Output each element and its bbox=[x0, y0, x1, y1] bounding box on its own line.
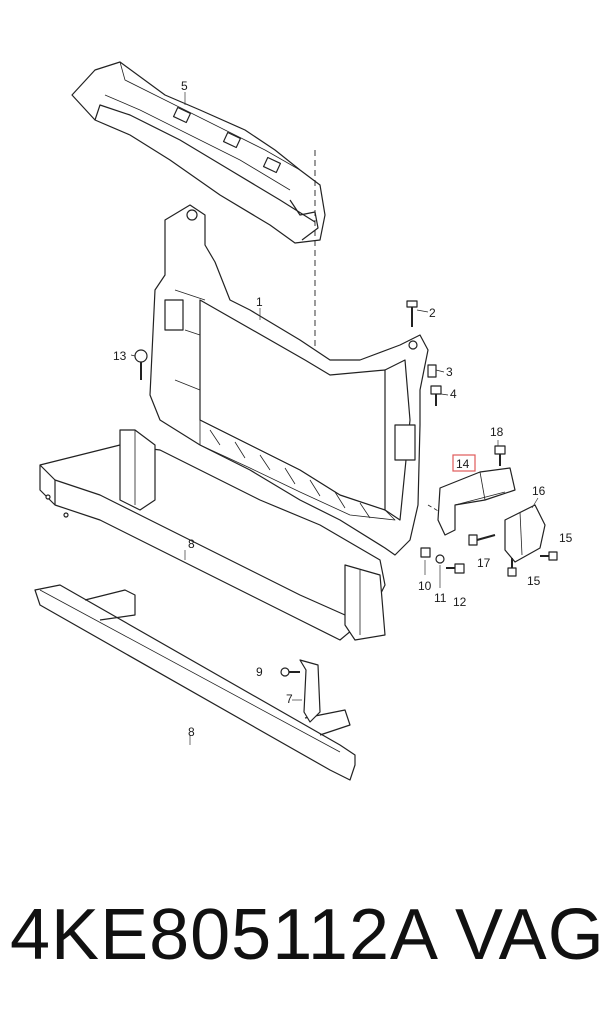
bolt-15-a bbox=[540, 551, 558, 561]
bolt-15-b bbox=[507, 558, 517, 577]
bracket-14 bbox=[427, 467, 516, 536]
bolt-17 bbox=[468, 534, 496, 546]
bumper-reinforcement bbox=[39, 429, 386, 641]
lower-beam bbox=[34, 584, 356, 781]
callout-10: 10 bbox=[418, 579, 432, 593]
callout-18: 18 bbox=[490, 425, 504, 439]
callout-1: 1 bbox=[256, 295, 263, 309]
part-number: 4KE805112A bbox=[10, 895, 440, 975]
callout-11: 11 bbox=[434, 591, 447, 605]
callout-7: 7 bbox=[286, 692, 293, 706]
callout-8-upper: 8 bbox=[188, 537, 195, 551]
callout-8-lower: 8 bbox=[188, 725, 195, 739]
bolt-2 bbox=[406, 300, 429, 327]
washer-11 bbox=[435, 554, 445, 564]
caption: 4KE805112A VAG bbox=[0, 890, 600, 990]
bolt-18 bbox=[494, 445, 506, 466]
bracket-16 bbox=[504, 504, 546, 563]
callout-16: 16 bbox=[532, 484, 546, 498]
bolt-13 bbox=[130, 349, 148, 380]
brand-label: VAG bbox=[455, 895, 600, 975]
callout-15-b: 15 bbox=[527, 574, 541, 588]
clip-3 bbox=[427, 364, 445, 378]
bracket-7 bbox=[299, 659, 321, 723]
nut-10 bbox=[420, 547, 431, 558]
callout-13: 13 bbox=[113, 349, 127, 363]
callout-9: 9 bbox=[256, 665, 263, 679]
callout-12: 12 bbox=[453, 595, 467, 609]
parts-exploded-diagram: 5 1 2 13 3 4 18 14 16 15 15 17 10 11 12 … bbox=[34, 61, 573, 781]
callout-2: 2 bbox=[429, 306, 436, 320]
callout-15-a: 15 bbox=[559, 531, 573, 545]
bolt-12 bbox=[446, 563, 465, 574]
screw-4 bbox=[430, 385, 449, 406]
bolt-9 bbox=[280, 667, 300, 677]
callout-14: 14 bbox=[456, 457, 470, 471]
callout-14-highlight bbox=[452, 454, 476, 472]
callout-5: 5 bbox=[181, 79, 188, 93]
callout-3: 3 bbox=[446, 365, 453, 379]
callout-4: 4 bbox=[450, 387, 457, 401]
lock-carrier-frame bbox=[149, 204, 429, 556]
callout-17: 17 bbox=[477, 556, 491, 570]
